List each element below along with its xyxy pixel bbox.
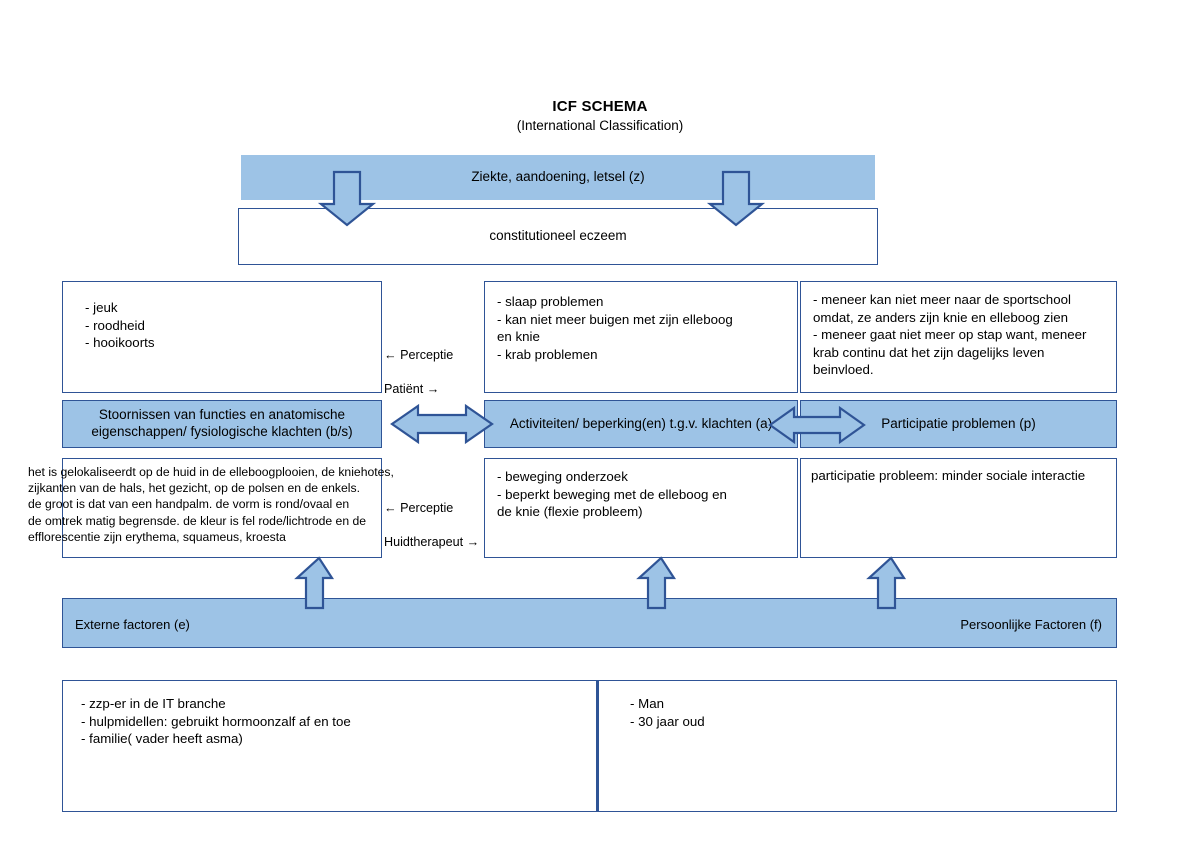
therapist-activities-box: - beweging onderzoek - beperkt beweging …	[484, 458, 798, 558]
patient-activities-text: - slaap problemen - kan niet meer buigen…	[497, 294, 733, 362]
patient-perception-line1: ← Perceptie	[384, 348, 454, 362]
therapist-functions-box: het is gelokaliseerdt op de huid in de e…	[28, 458, 394, 558]
personal-factors-label: Persoonlijke Factoren (f)	[960, 616, 1102, 632]
icf-band-functions: Stoornissen van functies en anatomische …	[62, 400, 382, 448]
patient-functions-box: - jeuk - roodheid - hooikoorts	[62, 281, 382, 393]
patient-functions-text: - jeuk - roodheid - hooikoorts	[85, 300, 155, 351]
external-factors-label: Externe factoren (e)	[75, 616, 190, 632]
disease-box-text: constitutioneel eczeem	[489, 228, 627, 244]
therapist-activities-text: - beweging onderzoek - beperkt beweging …	[497, 469, 727, 520]
icf-band-activities-label: Activiteiten/ beperking(en) t.g.v. klach…	[509, 415, 773, 431]
page-title: ICF SCHEMA	[552, 98, 648, 115]
arrow-functions-activities	[390, 403, 494, 445]
therapist-participation-box: participatie probleem: minder sociale in…	[800, 458, 1117, 558]
patient-perception-label: ← Perceptie Patiënt →	[384, 330, 488, 398]
therapist-functions-text: het is gelokaliseerdt op de huid in de e…	[28, 465, 394, 544]
icf-band-participation: Participatie problemen (p)	[800, 400, 1117, 448]
patient-participation-text: - meneer kan niet meer naar de sportscho…	[813, 292, 1087, 378]
patient-participation-box: - meneer kan niet meer naar de sportscho…	[800, 281, 1117, 393]
therapist-perception-label: ← Perceptie Huidtherapeut →	[384, 483, 490, 551]
disease-box: constitutioneel eczeem	[238, 208, 878, 265]
external-factors-text: - zzp-er in de IT branche - hulpmidellen…	[81, 696, 351, 747]
patient-activities-box: - slaap problemen - kan niet meer buigen…	[484, 281, 798, 393]
personal-factors-box: - Man - 30 jaar oud	[597, 680, 1117, 812]
therapist-perception-line2: Huidtherapeut →	[384, 535, 480, 549]
icf-band-activities: Activiteiten/ beperking(en) t.g.v. klach…	[484, 400, 798, 448]
external-factors-box: - zzp-er in de IT branche - hulpmidellen…	[62, 680, 600, 812]
page-subtitle: (International Classification)	[516, 118, 684, 133]
therapist-perception-line1: ← Perceptie	[384, 501, 454, 515]
icf-band-functions-label: Stoornissen van functies en anatomische …	[91, 407, 353, 439]
patient-perception-line2: Patiënt →	[384, 382, 440, 396]
disease-band-label: Ziekte, aandoening, letsel (z)	[471, 169, 645, 185]
disease-band: Ziekte, aandoening, letsel (z)	[241, 155, 875, 200]
icf-band-participation-label: Participatie problemen (p)	[881, 415, 1036, 431]
personal-factors-text: - Man - 30 jaar oud	[630, 696, 705, 729]
factors-band: Externe factoren (e) Persoonlijke Factor…	[62, 598, 1117, 648]
therapist-participation-text: participatie probleem: minder sociale in…	[811, 468, 1086, 483]
